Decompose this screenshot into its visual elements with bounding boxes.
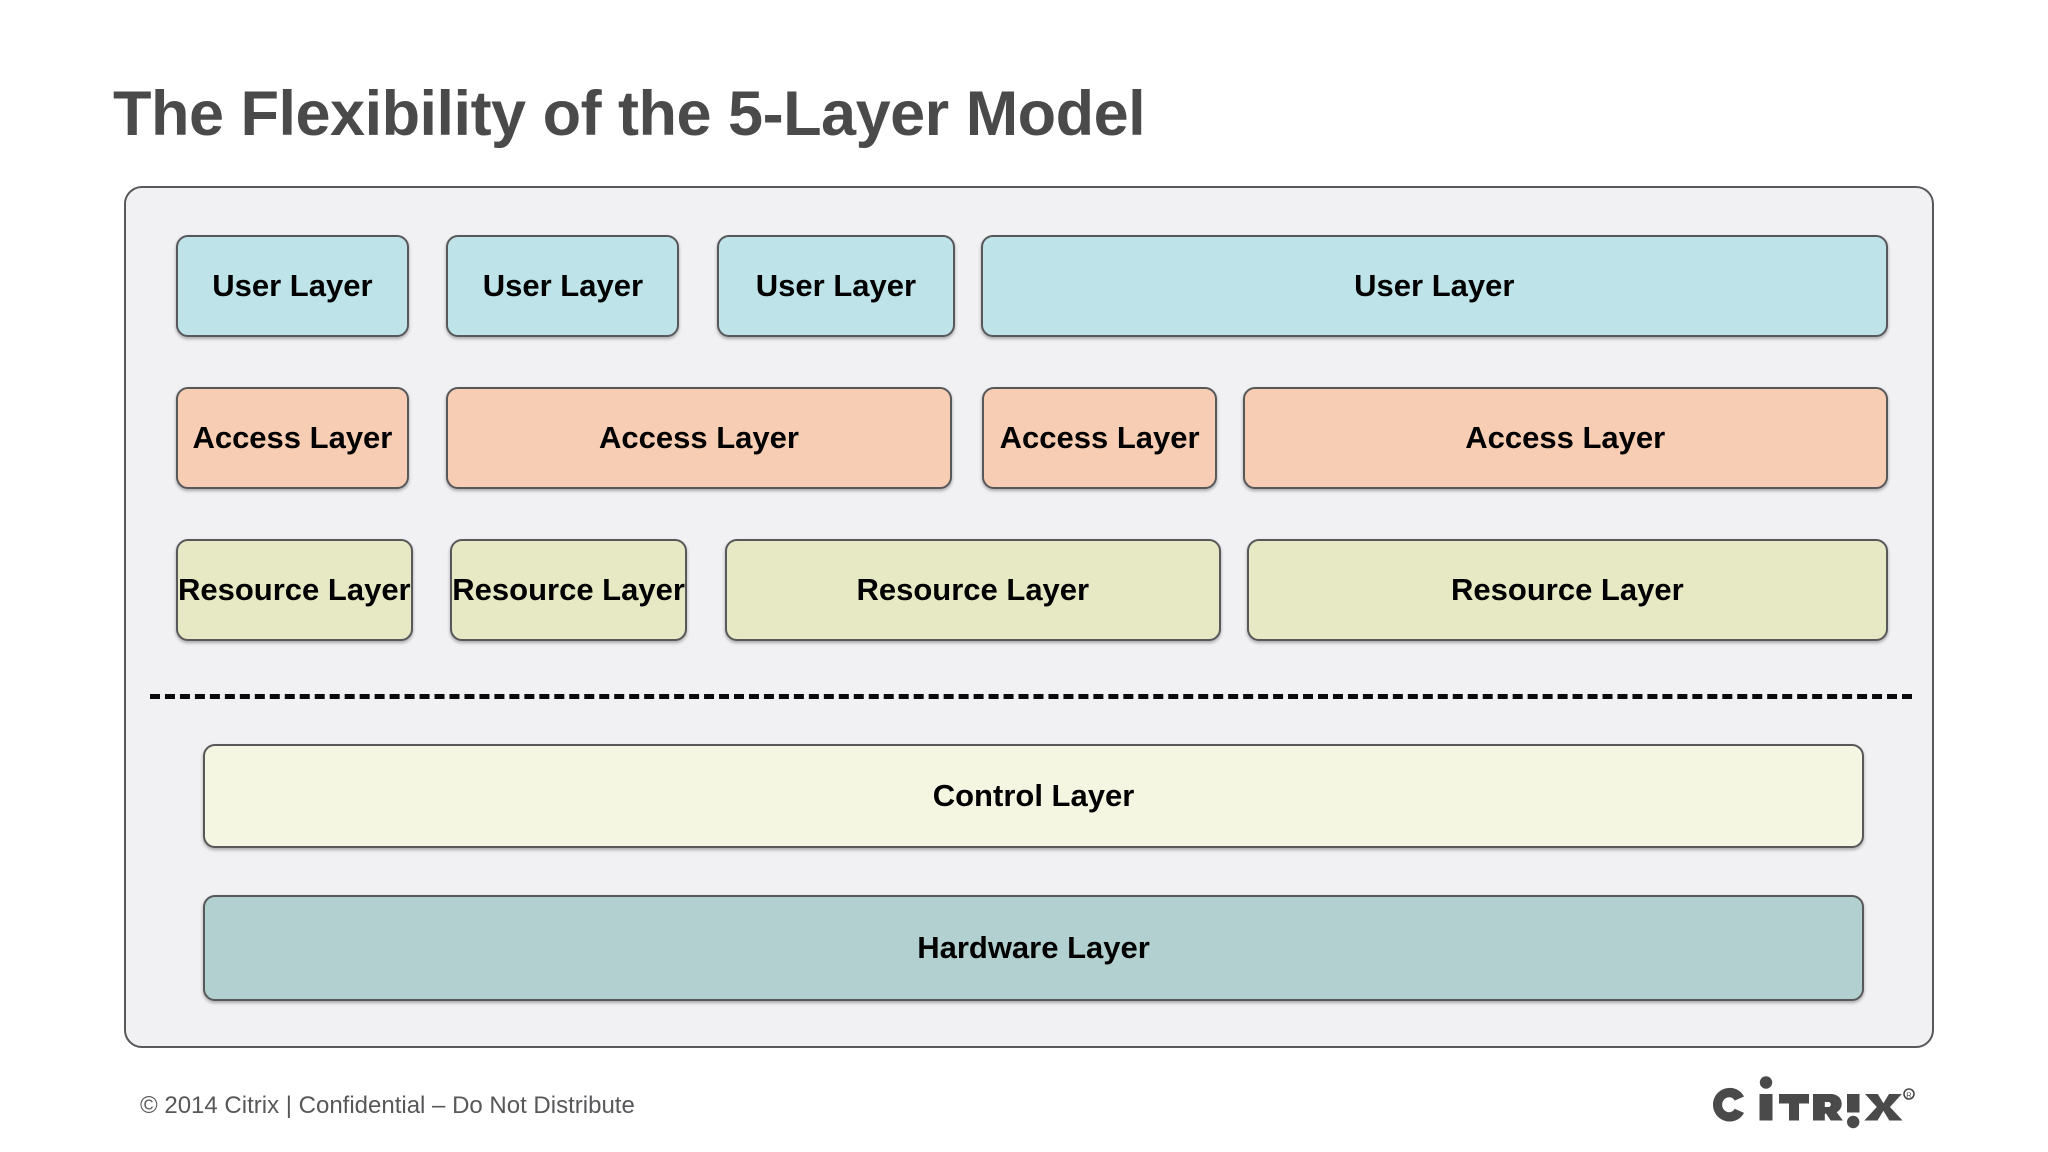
access-layer-label: Access Layer	[192, 420, 393, 455]
control-layer-box[interactable]: Control Layer	[203, 744, 1864, 848]
hardware-layer-box[interactable]: Hardware Layer	[203, 895, 1864, 1001]
user-layer-label: User Layer	[212, 268, 373, 303]
resource-layer-label: Resource Layer	[1451, 572, 1684, 607]
resource-layer-box[interactable]: Resource Layer	[176, 539, 413, 641]
access-layer-box[interactable]: Access Layer	[982, 387, 1217, 489]
user-layer-box[interactable]: User Layer	[446, 235, 680, 337]
user-layer-label: User Layer	[1354, 268, 1515, 303]
resource-layer-box[interactable]: Resource Layer	[724, 539, 1222, 641]
resource-layer-label: Resource Layer	[856, 572, 1090, 607]
resource-layer-row: Resource Layer Resource Layer Resource L…	[176, 539, 1888, 641]
access-layer-row: Access Layer Access Layer Access Layer A…	[176, 387, 1888, 489]
resource-layer-label: Resource Layer	[178, 572, 411, 607]
svg-text:R: R	[1906, 1091, 1912, 1100]
resource-layer-label: Resource Layer	[452, 572, 685, 607]
resource-layer-box[interactable]: Resource Layer	[1246, 539, 1888, 641]
footer-copyright: © 2014 Citrix | Confidential – Do Not Di…	[140, 1092, 635, 1119]
user-layer-label: User Layer	[755, 268, 917, 303]
user-layer-box[interactable]: User Layer	[980, 235, 1888, 337]
access-layer-label: Access Layer	[999, 420, 1200, 455]
user-layer-label: User Layer	[482, 268, 644, 303]
access-layer-box[interactable]: Access Layer	[446, 387, 952, 489]
hardware-layer-label: Hardware Layer	[917, 930, 1150, 965]
user-layer-box[interactable]: User Layer	[716, 235, 955, 337]
access-layer-label: Access Layer	[1465, 420, 1666, 455]
page-title: The Flexibility of the 5-Layer Model	[113, 79, 1146, 149]
access-layer-box[interactable]: Access Layer	[1242, 387, 1888, 489]
access-layer-label: Access Layer	[599, 420, 799, 455]
access-layer-box[interactable]: Access Layer	[176, 387, 409, 489]
resource-layer-box[interactable]: Resource Layer	[450, 539, 687, 641]
citrix-logo: R	[1700, 1074, 1990, 1129]
control-layer-label: Control Layer	[932, 778, 1135, 813]
user-layer-box[interactable]: User Layer	[176, 235, 409, 337]
user-layer-row: User Layer User Layer User Layer User La…	[176, 235, 1888, 337]
dashed-separator	[150, 694, 1912, 699]
